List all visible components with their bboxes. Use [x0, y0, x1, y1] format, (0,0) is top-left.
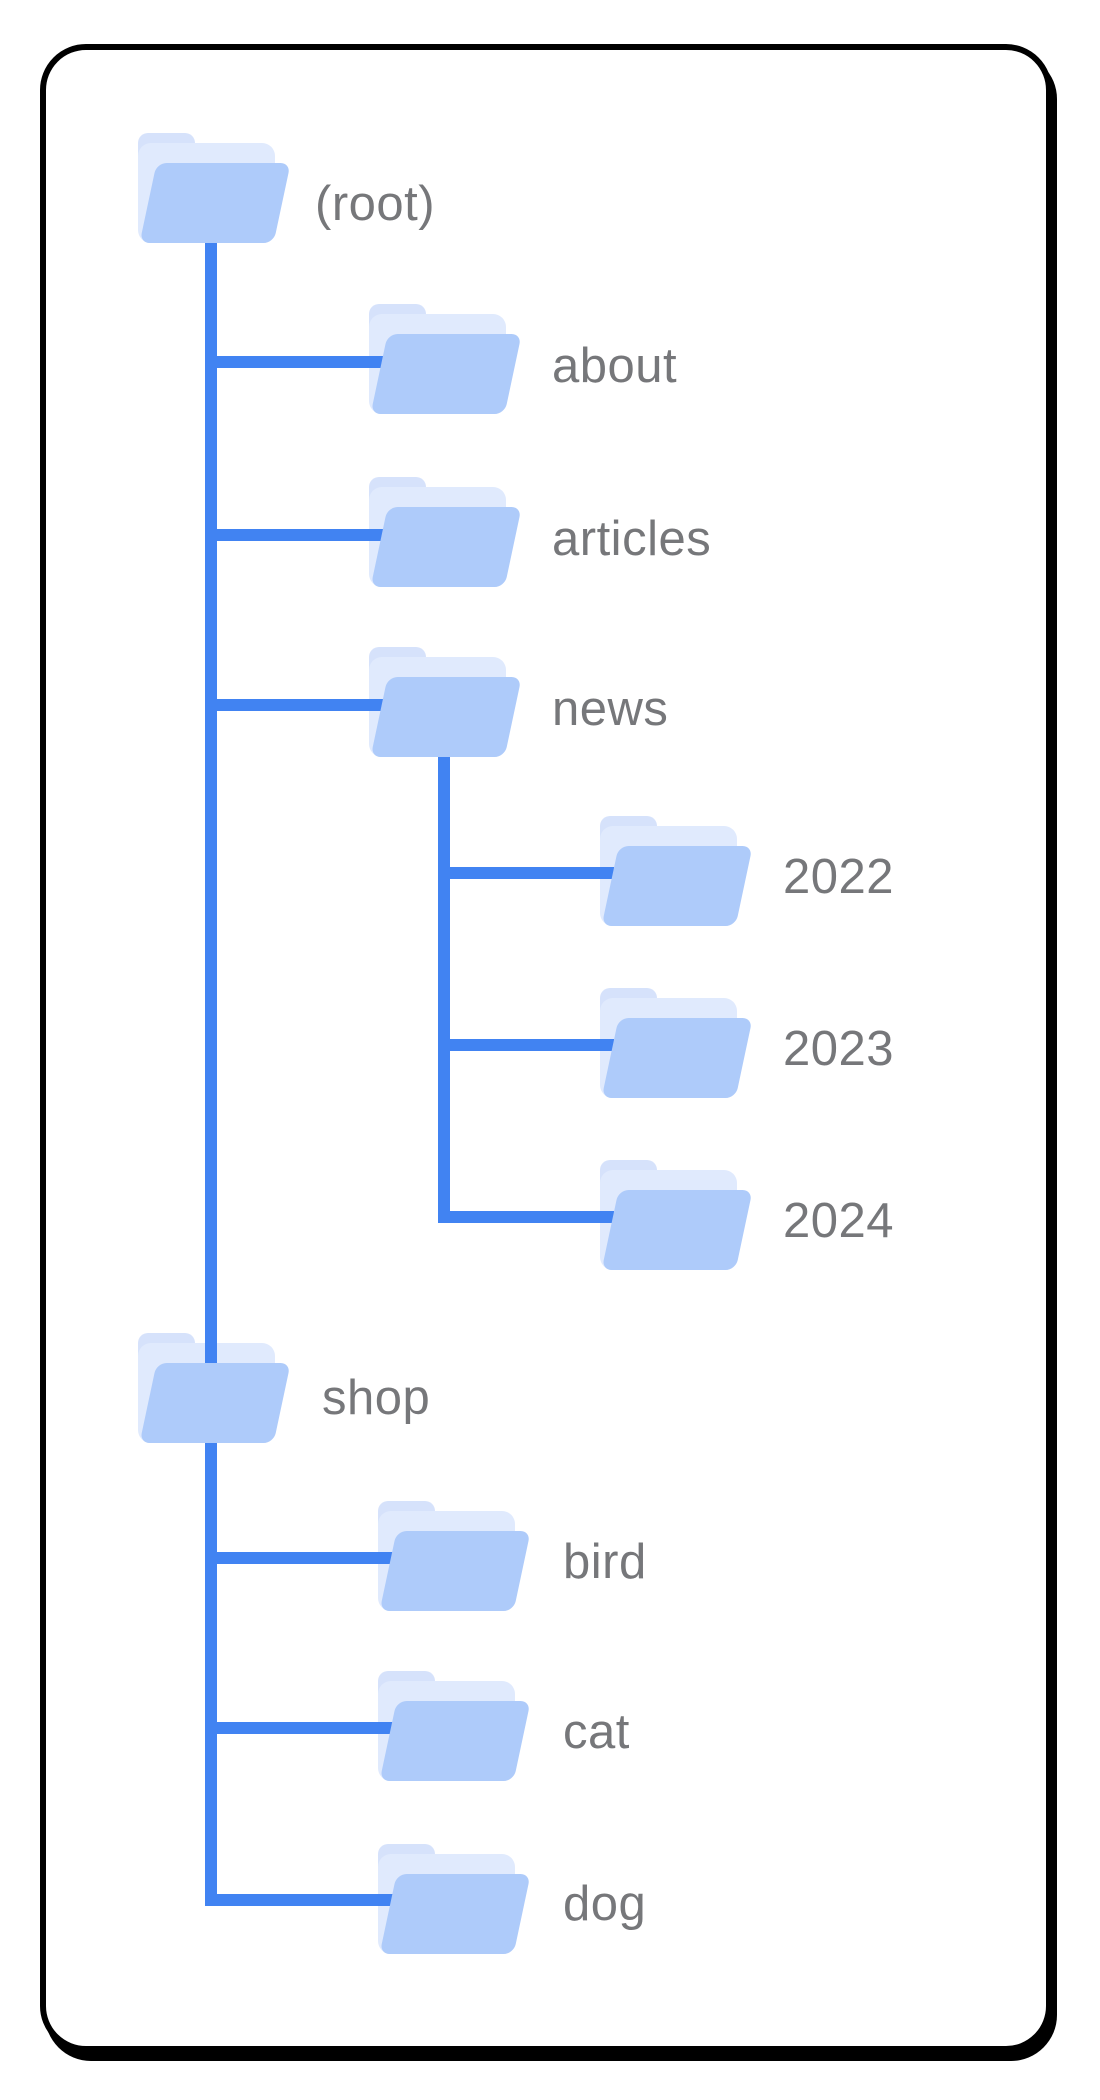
tree-node-2024: [600, 1160, 755, 1272]
tree-node-label: shop: [322, 1371, 431, 1425]
folder-icon-front: [603, 846, 751, 926]
tree-node-label: news: [552, 682, 669, 736]
tree-node-label: 2022: [783, 850, 895, 904]
folder-icon-front: [372, 334, 520, 414]
connector-branch-bird: [205, 1552, 393, 1564]
tree-node-about: [369, 304, 524, 416]
tree-node-label: about: [552, 339, 678, 393]
connector-branch-about: [205, 356, 385, 368]
tree-node-dog: [378, 1844, 533, 1956]
folder-icon-front: [381, 1531, 529, 1611]
tree-node-2023: [600, 988, 755, 1100]
tree-node-cat: [378, 1671, 533, 1783]
folder-icon-front: [372, 677, 520, 757]
tree-node-bird: [378, 1501, 533, 1613]
connector-branch-2024: [438, 1211, 614, 1223]
folder-icon-front: [603, 1190, 751, 1270]
connector-trunk-news: [438, 755, 450, 1223]
connector-branch-2022: [438, 867, 614, 879]
folder-icon-front: [372, 507, 520, 587]
tree-node-label: (root): [315, 177, 436, 231]
connector-branch-dog: [205, 1894, 393, 1906]
tree-node-label: articles: [552, 512, 712, 566]
tree-node-label: cat: [563, 1705, 630, 1759]
tree-node-label: 2024: [783, 1194, 895, 1248]
folder-icon-front: [381, 1701, 529, 1781]
tree-node-label: bird: [563, 1535, 647, 1589]
tree-node-root: [138, 133, 293, 245]
tree-node-label: 2023: [783, 1022, 895, 1076]
folder-icon-front: [603, 1018, 751, 1098]
connector-branch-2023: [438, 1039, 614, 1051]
connector-trunk-root: [205, 243, 217, 1906]
tree-node-2022: [600, 816, 755, 928]
folder-icon-front: [141, 1363, 289, 1443]
tree-node-label: dog: [563, 1877, 647, 1931]
connector-branch-articles: [205, 529, 385, 541]
tree-node-articles: [369, 477, 524, 589]
tree-node-news: [369, 647, 524, 759]
folder-icon-front: [141, 163, 289, 243]
tree-node-shop: [138, 1333, 293, 1445]
connector-branch-news: [205, 699, 385, 711]
folder-icon-front: [381, 1874, 529, 1954]
connector-branch-cat: [205, 1722, 393, 1734]
